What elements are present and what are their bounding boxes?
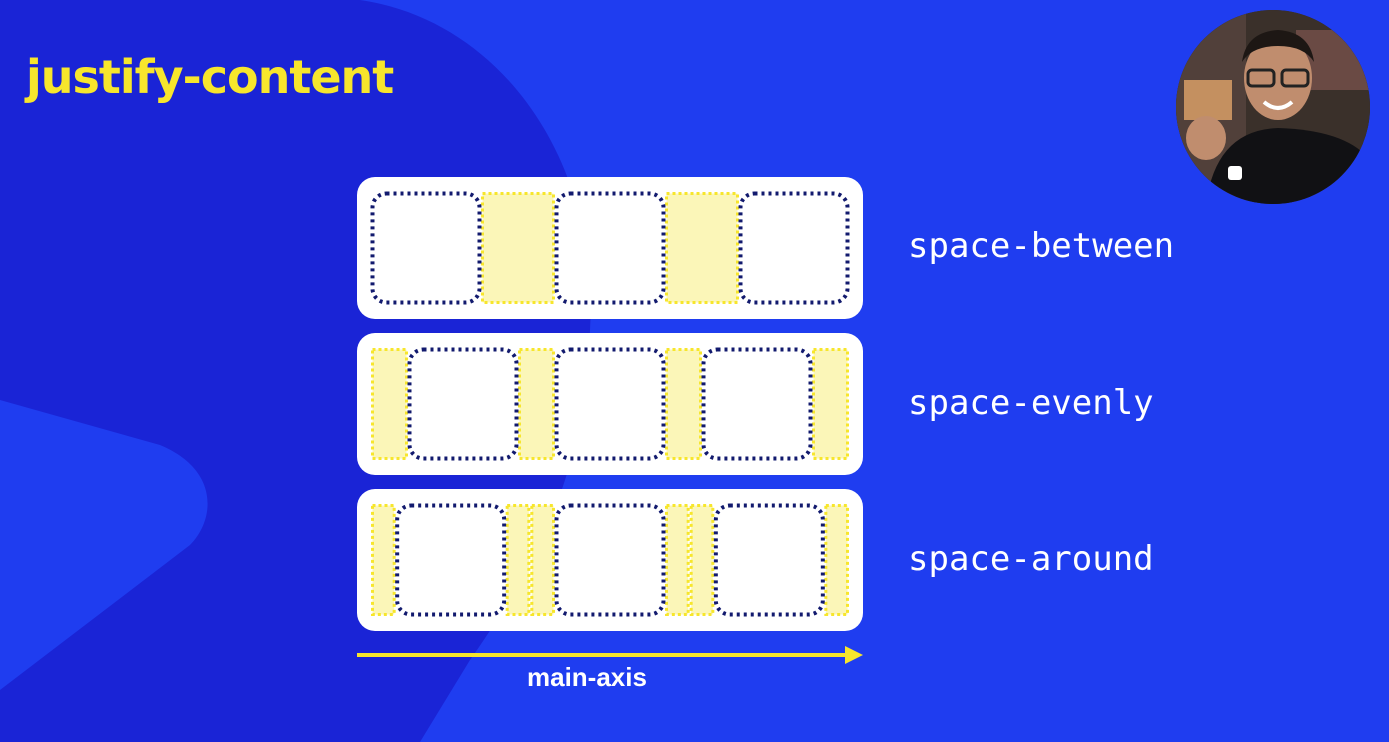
label-space-between: space-between: [908, 226, 1175, 266]
presenter-avatar: [1176, 10, 1370, 204]
flex-container-space-around: [357, 489, 863, 631]
free-space: [665, 348, 702, 460]
flex-item: [407, 347, 519, 461]
flex-item: [395, 503, 507, 617]
flex-item: [370, 191, 482, 305]
free-space: [812, 348, 849, 460]
flex-item: [738, 191, 850, 305]
free-space: [505, 504, 531, 616]
flex-item: [554, 191, 666, 305]
flex-item: [713, 503, 825, 617]
presenter-photo: [1176, 10, 1370, 204]
free-space: [530, 504, 555, 616]
free-space: [371, 504, 396, 616]
slide-title: justify-content: [26, 50, 394, 104]
arrow-right-icon: [357, 646, 863, 664]
flex-item: [554, 503, 666, 617]
label-space-evenly: space-evenly: [908, 383, 1154, 423]
free-space: [665, 192, 739, 304]
free-space: [689, 504, 715, 616]
flex-item: [554, 347, 666, 461]
main-axis-label: main-axis: [527, 662, 647, 692]
flex-container-space-evenly: [357, 333, 863, 475]
free-space: [481, 192, 555, 304]
free-space: [824, 504, 850, 616]
label-space-around: space-around: [908, 539, 1154, 579]
flex-items-diagram: [370, 191, 850, 305]
free-space: [371, 348, 408, 460]
flex-item: [701, 347, 813, 461]
flex-container-space-between: [357, 177, 863, 319]
free-space: [518, 348, 555, 460]
flex-items-diagram: [371, 347, 849, 461]
flex-items-diagram: [371, 503, 850, 617]
free-space: [665, 504, 690, 616]
